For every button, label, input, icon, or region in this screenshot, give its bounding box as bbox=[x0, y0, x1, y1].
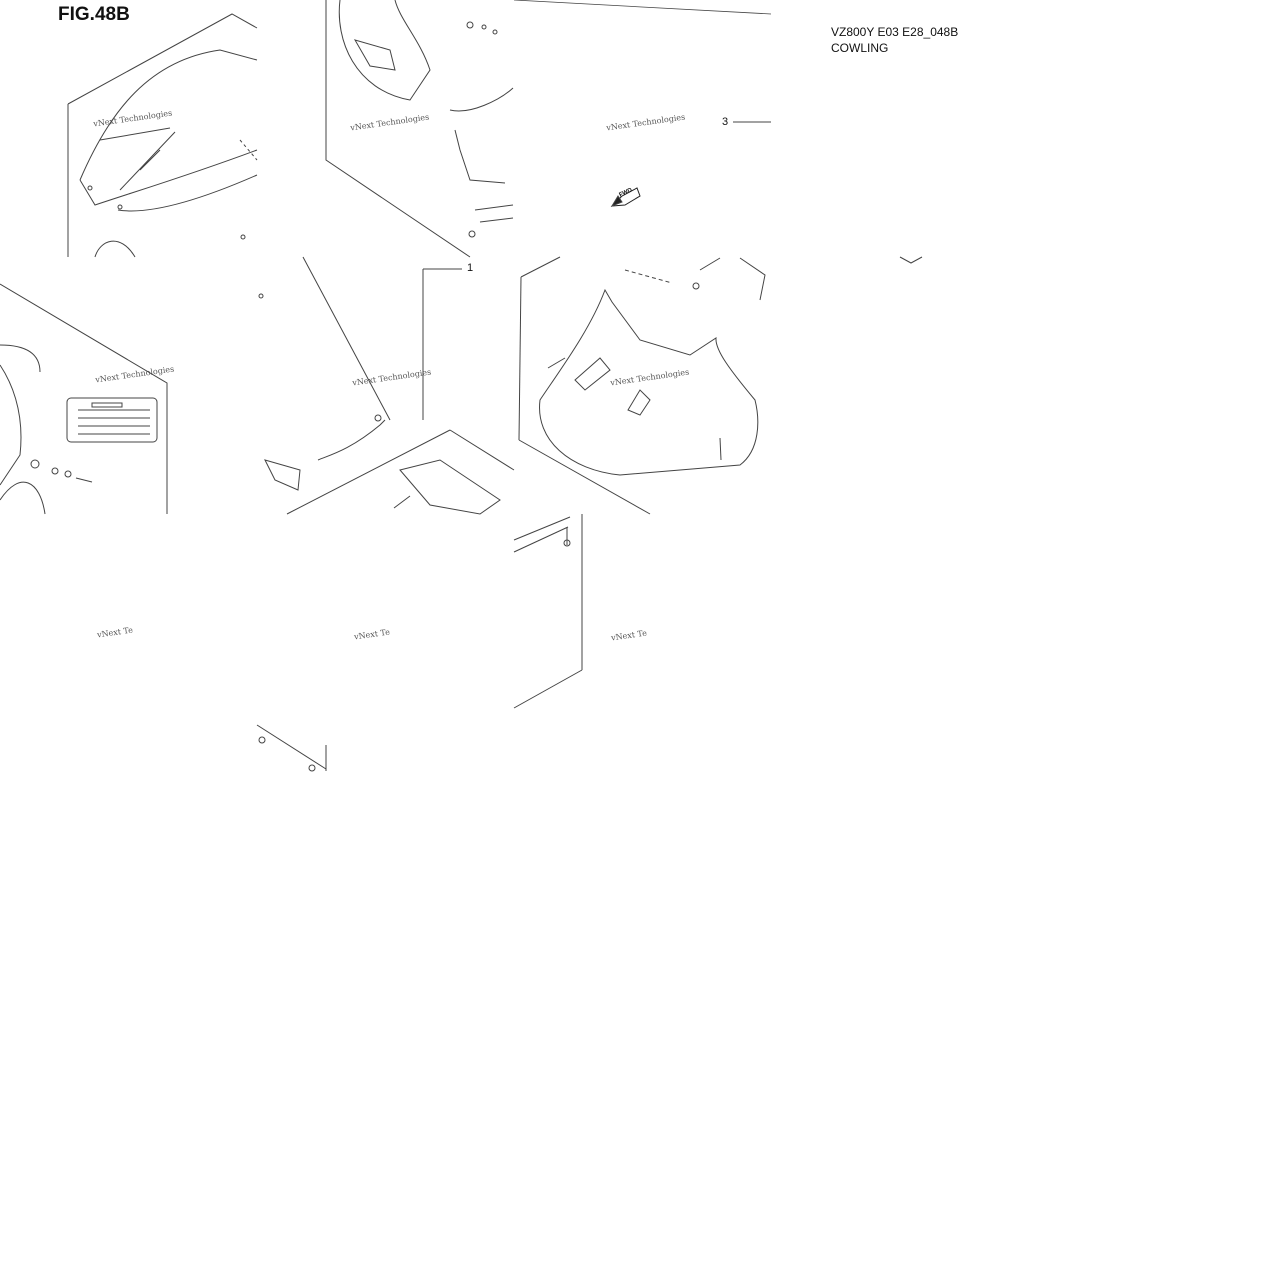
side-panel-drawing bbox=[0, 283, 168, 515]
model-code: VZ800Y E03 E28_048B bbox=[831, 25, 959, 39]
under-cowl-drawing bbox=[518, 256, 766, 515]
windscreen-drawing bbox=[67, 13, 258, 258]
callout-3-leader bbox=[513, 0, 923, 264]
bracket-stay-drawing bbox=[258, 256, 515, 515]
callout-1: 1 bbox=[467, 262, 474, 274]
figure-title: FIG.48B bbox=[58, 4, 130, 25]
callout-3: 3 bbox=[722, 116, 729, 128]
lower-bracket-drawing bbox=[256, 514, 583, 772]
fwd-arrow-icon bbox=[610, 187, 641, 208]
group-name: COWLING bbox=[831, 41, 889, 55]
inner-fairing-drawing bbox=[325, 0, 514, 258]
